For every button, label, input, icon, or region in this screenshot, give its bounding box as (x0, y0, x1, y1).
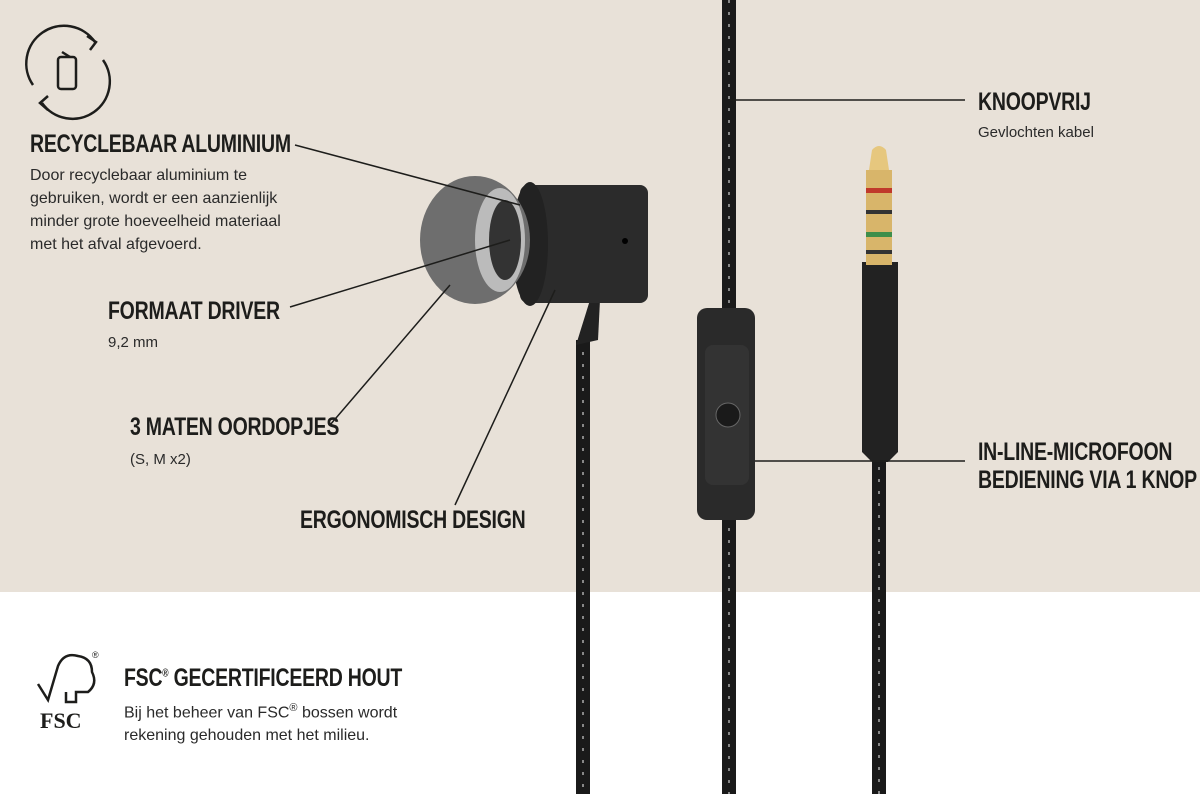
house-of-marley-logo (715, 402, 741, 428)
fsc-line-1: Bij het beheer van FSC® bossen wordt (124, 697, 397, 724)
eartips-title: 3 MATEN OORDOPJES (130, 413, 340, 441)
desc-line: minder grote hoeveelheid materiaal (30, 213, 281, 230)
registered-mark: ® (289, 702, 298, 714)
fsc-title-rest: GECERTIFICEERD HOUT (168, 664, 403, 692)
mic-title-line2: BEDIENING VIA 1 KNOP (978, 466, 1197, 494)
mic-title-line1: IN-LINE-MICROFOON (978, 438, 1173, 466)
audio-jack (862, 262, 898, 462)
recycle-can-icon (25, 24, 112, 121)
desc-line: Door recyclebaar aluminium te (30, 167, 247, 184)
fsc-tree-icon (36, 653, 96, 704)
svg-text:®: ® (92, 650, 99, 660)
ergonomic-title: ERGONOMISCH DESIGN (300, 506, 526, 534)
fsc-description: Bij het beheer van FSC® bossen wordt rek… (124, 697, 397, 747)
registered-mark: ® (162, 667, 169, 680)
driver-title: FORMAAT DRIVER (108, 297, 280, 325)
cable-title: KNOOPVRIJ (978, 88, 1091, 116)
cable-earbud (576, 340, 590, 794)
desc-line: met het afval afgevoerd. (30, 236, 202, 253)
eartips-detail: (S, M x2) (130, 451, 191, 468)
recyclable-title: RECYCLEBAAR ALUMINIUM (30, 130, 291, 158)
fsc-logo-text: FSC (40, 708, 82, 733)
fsc-line-1a: Bij het beheer van FSC (124, 704, 290, 722)
cable-detail: Gevlochten kabel (978, 124, 1094, 141)
desc-line: gebruiken, wordt er een aanzienlijk (30, 190, 278, 207)
earbud-body (520, 185, 648, 303)
fsc-line-2: rekening gehouden met het milieu. (124, 727, 370, 745)
fsc-title: FSC® GECERTIFICEERD HOUT (124, 664, 402, 693)
recyclable-description: Door recyclebaar aluminium te gebruiken,… (30, 164, 281, 256)
fsc-title-prefix: FSC (124, 664, 163, 692)
driver-detail: 9,2 mm (108, 334, 159, 351)
fsc-line-1b: bossen wordt (297, 704, 398, 722)
